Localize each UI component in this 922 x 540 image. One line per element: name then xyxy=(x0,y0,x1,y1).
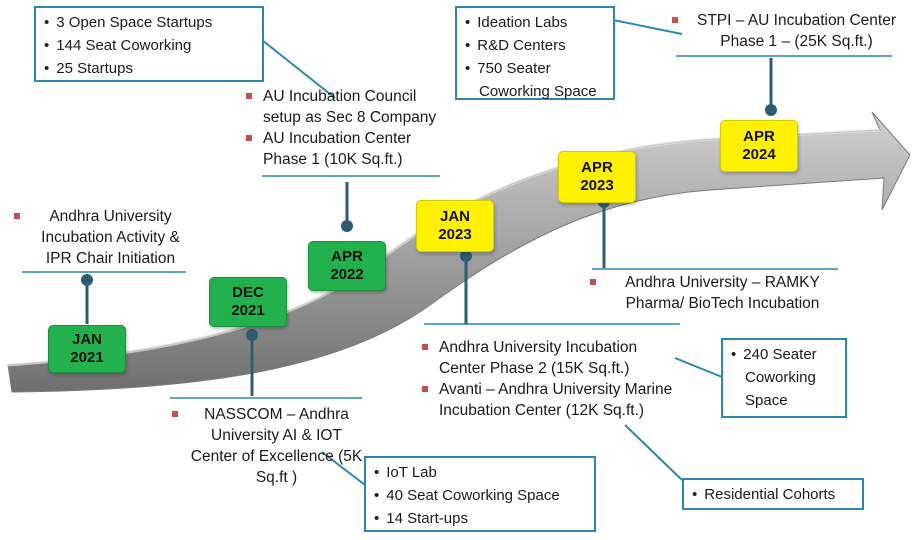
detail-item: 14 Start-ups xyxy=(374,507,586,530)
note-item: AU Incubation Council setup as Sec 8 Com… xyxy=(246,86,456,128)
milestone-badge: APR 2024 xyxy=(720,120,798,172)
milestone-badge: JAN 2023 xyxy=(416,200,494,252)
milestone-month: APR xyxy=(743,128,775,145)
connector-240 xyxy=(674,357,723,378)
detail-item: IoT Lab xyxy=(374,461,586,484)
pin-apr2022 xyxy=(341,220,353,232)
pin-apr2024 xyxy=(765,104,777,116)
connector-startups xyxy=(261,39,336,99)
connector-ideation xyxy=(612,19,683,35)
detail-item: 750 Seater Coworking Space xyxy=(465,57,605,103)
pin-dec2021 xyxy=(246,329,258,341)
detail-item: 240 Seater Coworking Space xyxy=(731,343,837,412)
milestone-badge: APR 2022 xyxy=(308,241,386,291)
milestone-year: 2022 xyxy=(330,266,364,283)
detail-box-startups: 3 Open Space Startups 144 Seat Coworking… xyxy=(34,6,264,82)
detail-item: 25 Startups xyxy=(44,57,254,80)
detail-item: 40 Seat Coworking Space xyxy=(374,484,586,507)
milestone-badge: JAN 2021 xyxy=(48,325,126,373)
connector-residential xyxy=(624,424,683,481)
milestone-month: DEC xyxy=(232,284,264,301)
detail-box-ideation: Ideation Labs R&D Centers 750 Seater Cow… xyxy=(455,6,615,100)
detail-item: 3 Open Space Startups xyxy=(44,11,254,34)
note-item: Avanti – Andhra University Marine Incuba… xyxy=(422,379,684,421)
detail-box-coworking240: 240 Seater Coworking Space xyxy=(721,338,847,418)
detail-item: 144 Seat Coworking xyxy=(44,34,254,57)
milestone-year: 2023 xyxy=(580,177,614,194)
pin-jan2021 xyxy=(81,274,93,286)
note-apr2023: Andhra University – RAMKY Pharma/ BioTec… xyxy=(590,272,838,314)
note-jan2023: Andhra University Incubation Center Phas… xyxy=(422,337,684,421)
milestone-year: 2021 xyxy=(70,349,104,366)
detail-box-residential: Residential Cohorts xyxy=(682,478,864,510)
note-dec2021: NASSCOM – Andhra University AI & IOT Cen… xyxy=(172,404,364,488)
detail-item: Residential Cohorts xyxy=(692,483,854,506)
note-item: AU Incubation Center Phase 1 (10K Sq.ft.… xyxy=(246,128,456,170)
note-item: NASSCOM – Andhra University AI & IOT Cen… xyxy=(172,404,364,488)
note-item: Andhra University Incubation Activity & … xyxy=(14,206,190,269)
milestone-badge: DEC 2021 xyxy=(209,277,287,327)
note-apr2022: AU Incubation Council setup as Sec 8 Com… xyxy=(246,86,456,170)
milestone-year: 2023 xyxy=(438,226,472,243)
milestone-year: 2024 xyxy=(742,146,776,163)
note-jan2021: Andhra University Incubation Activity & … xyxy=(14,206,190,269)
pin-jan2023 xyxy=(460,250,472,262)
detail-item: Ideation Labs xyxy=(465,11,605,34)
connector-iot xyxy=(321,451,366,486)
milestone-month: JAN xyxy=(439,208,470,225)
note-apr2024: STPI – AU Incubation Center Phase 1 – (2… xyxy=(672,10,904,52)
detail-box-iot: IoT Lab 40 Seat Coworking Space 14 Start… xyxy=(364,456,596,532)
milestone-month: APR xyxy=(581,159,613,176)
milestone-month: JAN xyxy=(71,331,102,348)
note-item: Andhra University – RAMKY Pharma/ BioTec… xyxy=(590,272,838,314)
note-item: Andhra University Incubation Center Phas… xyxy=(422,337,684,379)
milestone-month: APR xyxy=(331,248,363,265)
detail-item: R&D Centers xyxy=(465,34,605,57)
milestone-badge: APR 2023 xyxy=(558,151,636,203)
note-item: STPI – AU Incubation Center Phase 1 – (2… xyxy=(672,10,904,52)
milestone-year: 2021 xyxy=(231,302,265,319)
